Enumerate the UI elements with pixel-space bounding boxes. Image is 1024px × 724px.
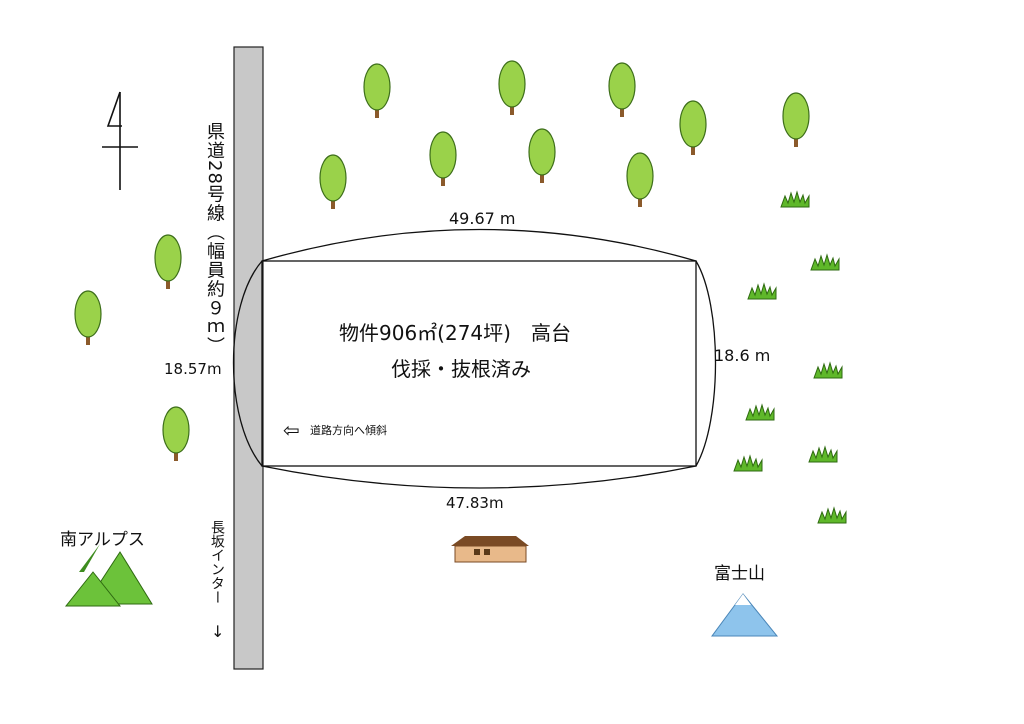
house-icon <box>451 536 529 563</box>
tree-icon <box>782 92 810 148</box>
grass-icon <box>817 507 847 524</box>
grass-icon <box>745 404 775 421</box>
grass-icon <box>810 254 840 271</box>
grass-icon <box>780 191 810 208</box>
tree-icon <box>162 406 190 462</box>
mt-fuji-label: 富士山 <box>714 564 765 584</box>
road-direction-label: 長坂インター <box>209 520 225 604</box>
right-dimension-label: 18.6 m <box>714 346 771 365</box>
south-alps-label: 南アルプス <box>60 530 145 550</box>
plot-title: 物件906㎡(274坪) 高台 <box>339 321 571 345</box>
road-name-label: 県道28号線（幅員約９ｍ） <box>204 122 225 356</box>
tree-icon <box>498 60 526 116</box>
left-dimension-label: 18.57m <box>164 360 222 378</box>
tree-icon <box>528 128 556 184</box>
grass-icon <box>733 455 763 472</box>
tree-icon <box>74 290 102 346</box>
plot-subtitle: 伐採・抜根済み <box>391 357 531 381</box>
slope-note: 道路方向へ傾斜 <box>310 424 387 437</box>
top-dimension-label: 49.67 m <box>449 209 516 228</box>
tree-icon <box>429 131 457 187</box>
road <box>233 46 264 670</box>
mountain-icon <box>711 593 779 637</box>
tree-icon <box>154 234 182 290</box>
mountain-icon <box>64 544 153 607</box>
tree-icon <box>319 154 347 210</box>
arrow-down-icon: ↓ <box>211 622 225 641</box>
north-arrow-icon <box>102 91 138 190</box>
tree-icon <box>679 100 707 156</box>
bottom-dimension-label: 47.83m <box>446 494 504 512</box>
slope-arrow-icon: ⇦ <box>283 418 300 442</box>
grass-icon <box>813 362 843 379</box>
grass-icon <box>747 283 777 300</box>
tree-icon <box>363 63 391 119</box>
tree-icon <box>626 152 654 208</box>
tree-icon <box>608 62 636 118</box>
property-plot <box>232 228 717 489</box>
grass-icon <box>808 446 838 463</box>
